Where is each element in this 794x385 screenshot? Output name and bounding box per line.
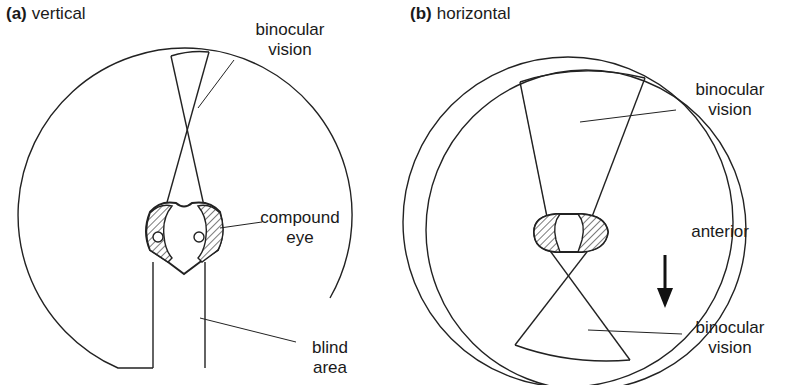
region-label: binocular vision — [684, 80, 776, 120]
part-label: compound eye — [254, 208, 346, 248]
panel-title: vertical — [32, 4, 86, 24]
panel-title: horizontal — [437, 4, 511, 24]
panel-letter: (a) — [6, 4, 27, 24]
region-label: binocular vision — [244, 20, 336, 60]
direction-label: anterior — [691, 222, 749, 242]
panel-letter: (b) — [410, 4, 432, 24]
region-label: binocular vision — [684, 318, 776, 358]
region-label: blind area — [299, 338, 361, 378]
